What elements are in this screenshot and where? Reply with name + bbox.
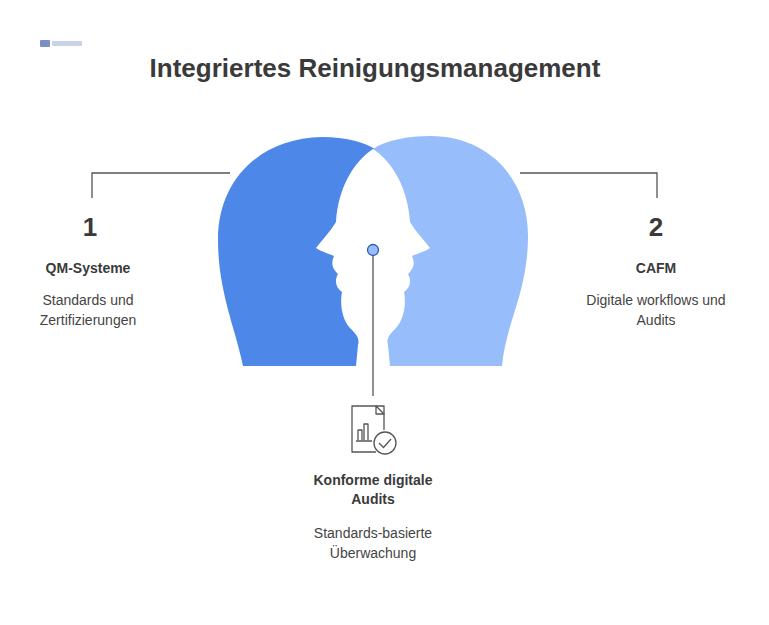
- diagram-title: Integriertes Reinigungsmanagement: [105, 52, 645, 84]
- item-body: Digitale workflows und Audits: [586, 290, 726, 330]
- audit-icon: [352, 406, 396, 454]
- item-body: Standards-basierte Überwachung: [303, 523, 443, 563]
- item-heading: Konforme digitale Audits: [303, 471, 443, 509]
- logo: [40, 40, 82, 47]
- focus-dot: [368, 245, 379, 256]
- leader-line: [92, 173, 230, 198]
- leader-line: [520, 173, 657, 198]
- item-body: Standards und Zertifizierungen: [18, 290, 158, 330]
- item-heading: CAFM: [581, 259, 731, 278]
- callout-number: 2: [626, 211, 686, 243]
- callout-number: 1: [60, 211, 120, 243]
- item-heading: QM-Systeme: [13, 259, 163, 278]
- leader-line: [372, 256, 373, 396]
